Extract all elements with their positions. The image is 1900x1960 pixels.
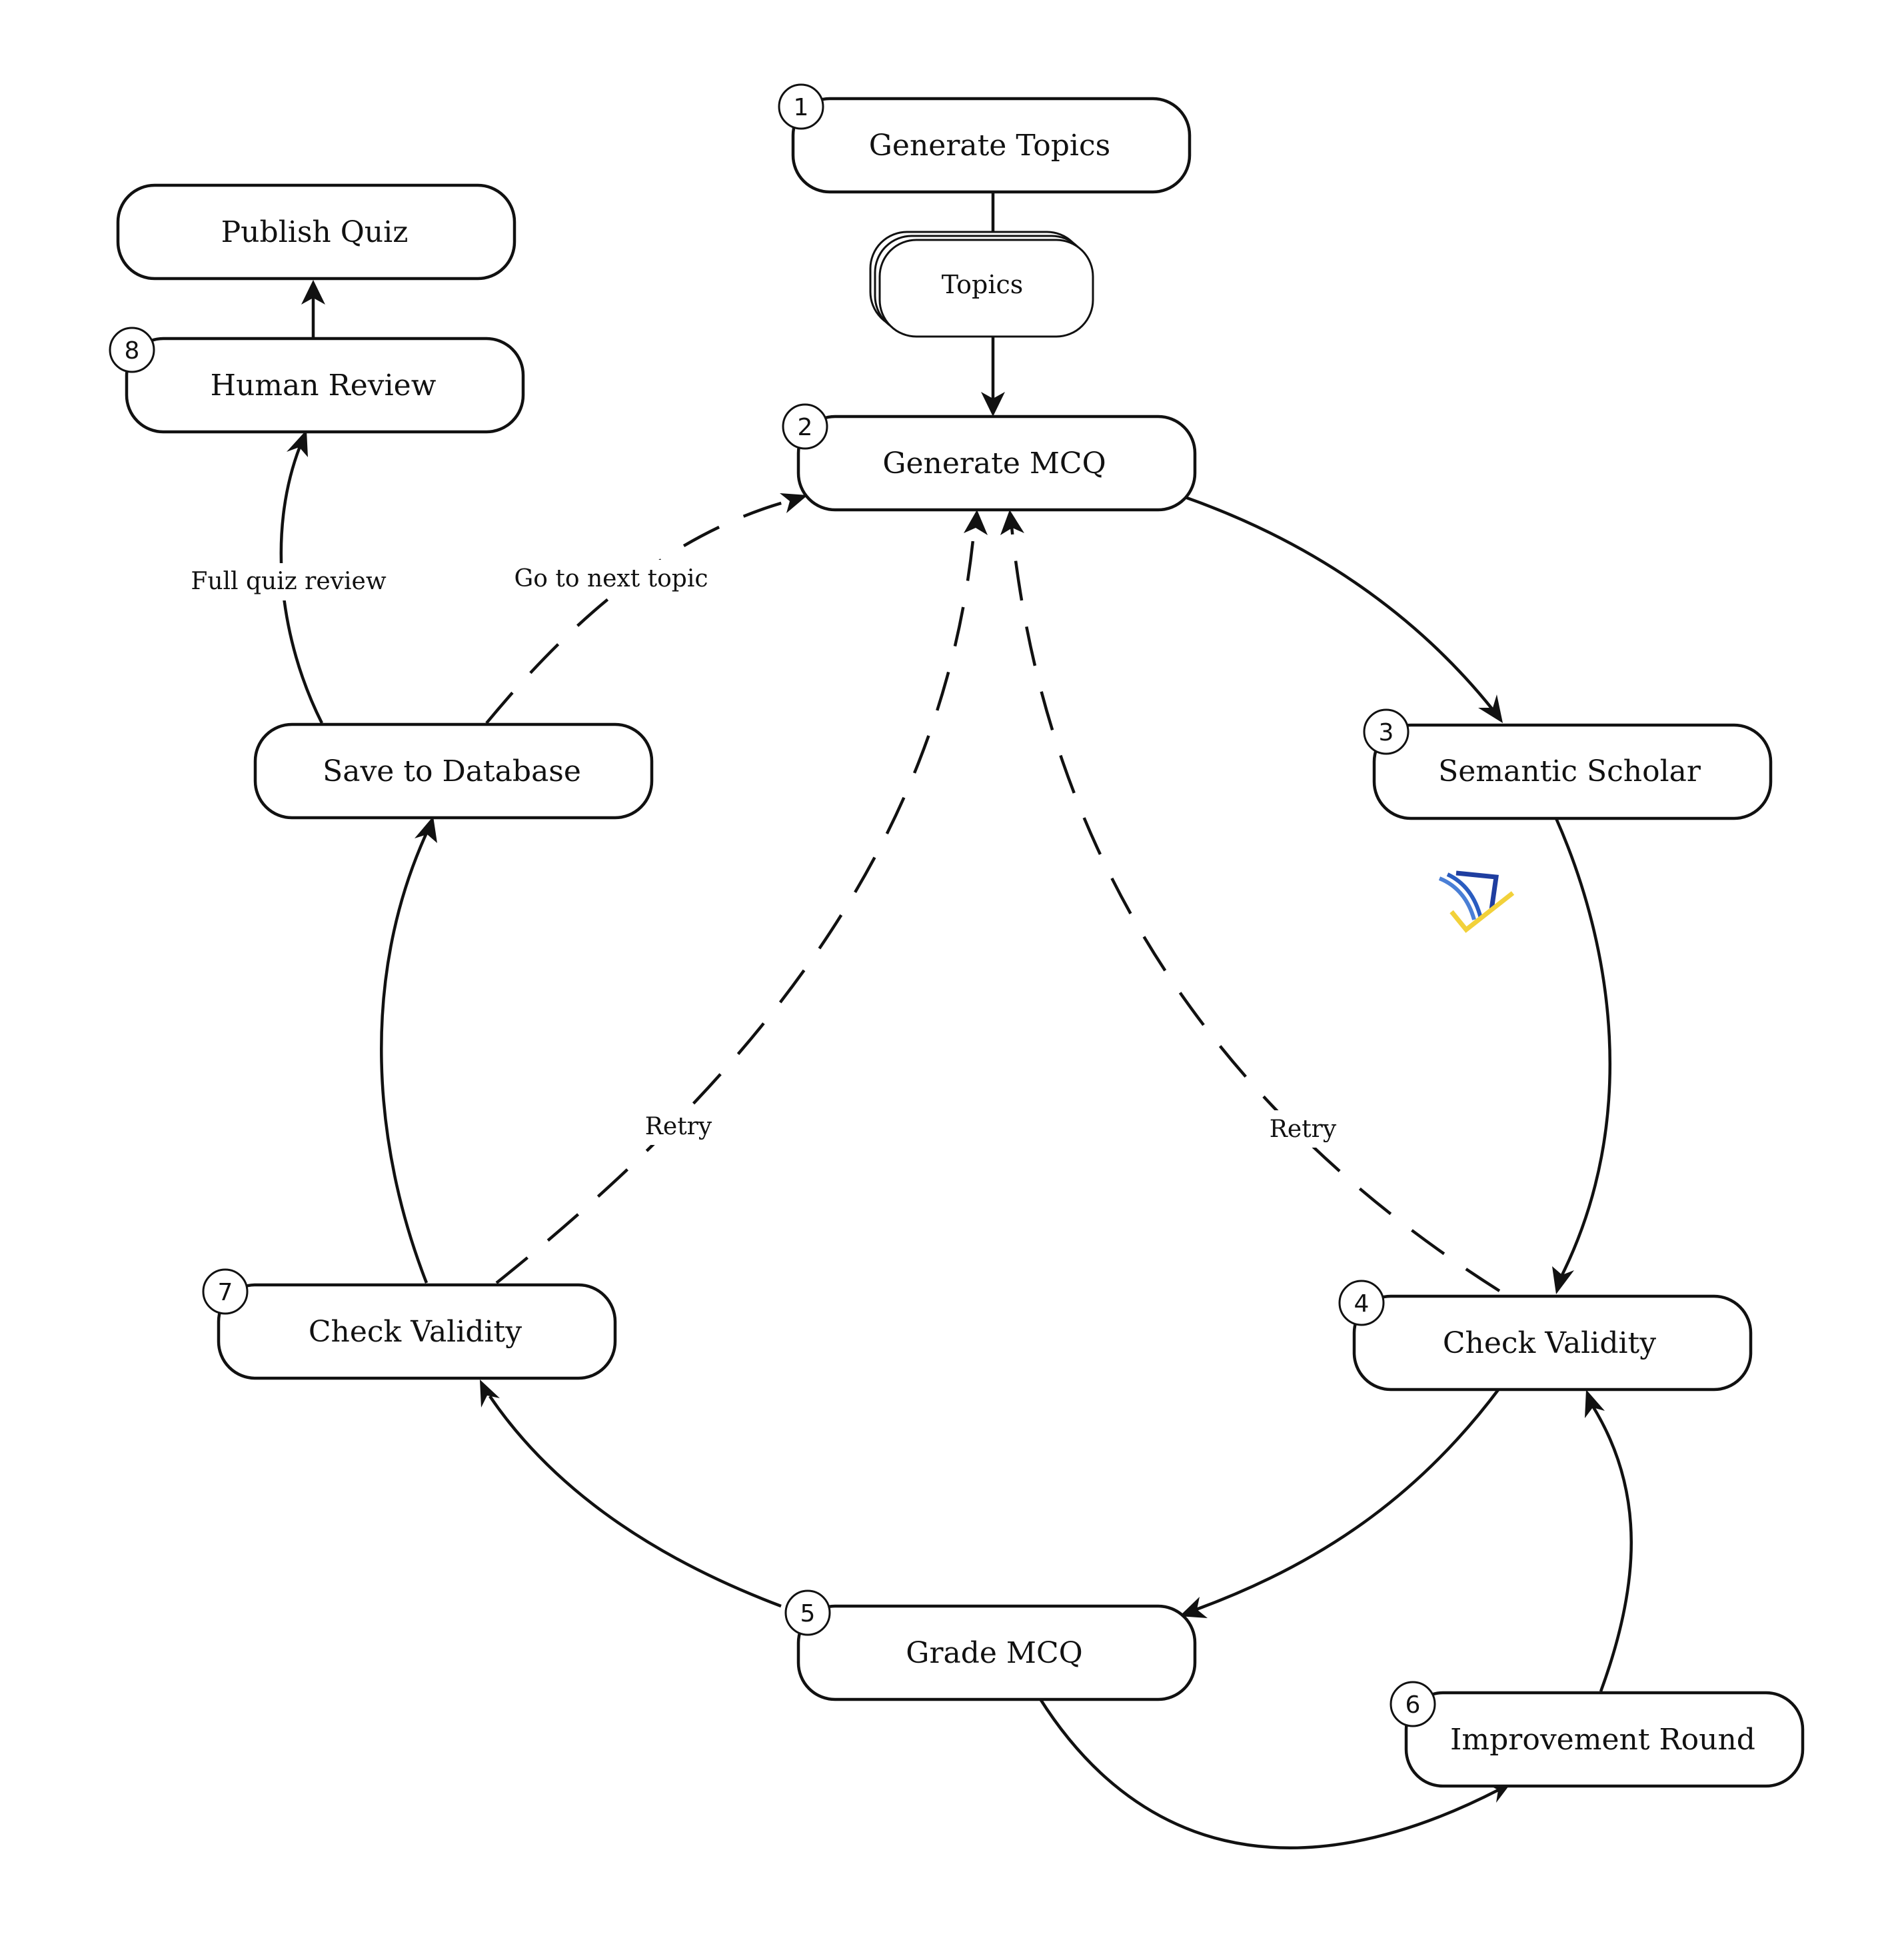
edge-mcq-to-scholar (1182, 494, 1494, 711)
arrowhead (964, 510, 988, 535)
node-generate-topics: Generate Topics 1 (778, 83, 1192, 194)
node-human-review: Human Review 8 (109, 327, 525, 434)
node-label: Generate Topics (869, 129, 1110, 163)
step-badge (1363, 708, 1410, 755)
edge-label-retry-right: Retry (1270, 1116, 1337, 1143)
edge-validity4-to-mcq-dashed (1010, 526, 1501, 1292)
step-number: 2 (798, 414, 813, 441)
step-badge (1390, 1681, 1436, 1727)
node-grade-mcq: Grade MCQ 5 (784, 1589, 1197, 1701)
edge-grade-to-validity7 (488, 1395, 782, 1608)
node-check-validity-left: Check Validity 7 (202, 1268, 617, 1380)
node-label: Topics (942, 270, 1024, 299)
node-save-to-database: Save to Database (253, 722, 654, 820)
arrowhead (1478, 694, 1503, 723)
edge-label-go-to-next-topic: Go to next topic (514, 565, 708, 592)
step-number: 7 (218, 1279, 233, 1306)
arrowhead (1180, 1597, 1208, 1618)
edge-save-to-mcq-dashed (485, 498, 794, 724)
edge-grade-to-improve (1038, 1697, 1501, 1850)
step-number: 1 (794, 94, 809, 121)
node-label: Grade MCQ (906, 1636, 1082, 1670)
step-badge (784, 1589, 831, 1636)
step-number: 3 (1379, 719, 1394, 746)
node-label: Human Review (211, 369, 437, 403)
arrowhead (415, 816, 437, 843)
node-generate-mcq: Generate MCQ 2 (782, 403, 1197, 512)
edge-validity7-to-mcq-dashed (495, 526, 976, 1284)
node-topics-document: Topics (869, 231, 1094, 338)
node-label: Check Validity (309, 1315, 522, 1349)
node-label: Semantic Scholar (1438, 754, 1701, 788)
edge-improve-to-validity4 (1591, 1405, 1633, 1692)
step-number: 4 (1354, 1290, 1370, 1318)
arrowhead (301, 280, 325, 305)
label-bg (183, 563, 393, 600)
arrowhead (981, 392, 1005, 417)
arrowhead (287, 430, 308, 457)
arrowhead (1585, 1390, 1605, 1418)
step-number: 6 (1406, 1691, 1421, 1719)
node-label: Improvement Round (1450, 1723, 1755, 1757)
arrowhead (1000, 510, 1024, 535)
step-badge (778, 83, 824, 130)
node-label: Generate MCQ (882, 447, 1106, 481)
node-check-validity-right: Check Validity 4 (1338, 1280, 1753, 1392)
node-improvement-round: Improvement Round 6 (1390, 1681, 1805, 1788)
node-label: Check Validity (1443, 1326, 1656, 1360)
edge-validity4-to-grade (1196, 1387, 1501, 1611)
node-semantic-scholar: Semantic Scholar 3 (1363, 708, 1773, 820)
step-badge (782, 403, 828, 450)
step-badge (109, 327, 155, 373)
node-label: Save to Database (323, 754, 581, 788)
edge-validity7-to-save (380, 832, 429, 1284)
edge-scholar-to-validity4 (1554, 818, 1611, 1278)
step-badge (202, 1268, 249, 1315)
arrowhead (480, 1380, 500, 1408)
arrowhead (780, 493, 808, 513)
semantic-scholar-logo-icon (1438, 870, 1515, 933)
label-bg (633, 1108, 723, 1145)
edge-label-retry-left: Retry (645, 1113, 712, 1140)
arrowhead (1552, 1266, 1574, 1294)
step-badge (1338, 1280, 1385, 1326)
node-label: Publish Quiz (221, 215, 409, 249)
label-bg (1258, 1110, 1348, 1148)
step-number: 8 (125, 337, 140, 365)
node-publish-quiz: Publish Quiz (116, 183, 516, 281)
label-bg (506, 560, 716, 597)
step-number: 5 (800, 1600, 816, 1627)
edge-label-full-quiz-review: Full quiz review (191, 568, 386, 595)
